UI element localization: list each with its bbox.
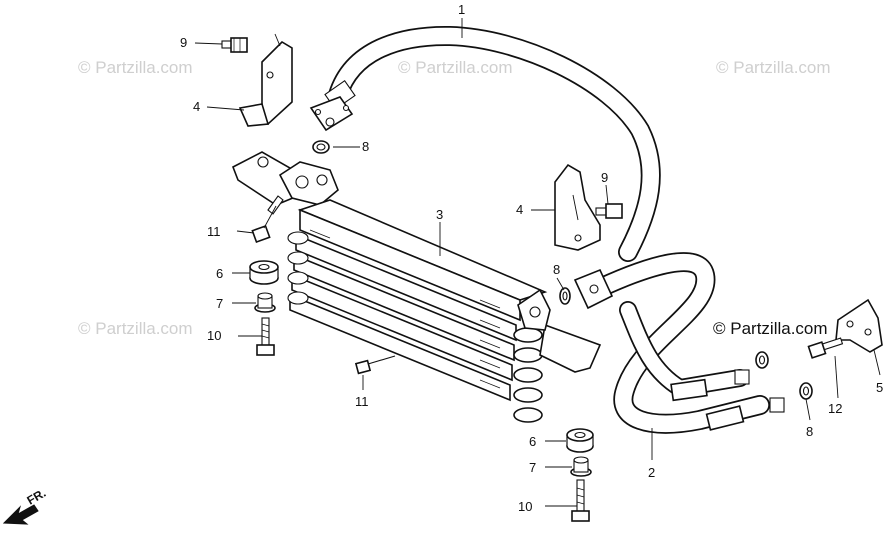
callout-10-lower: 10 — [518, 499, 532, 514]
bolt-9-left — [221, 37, 248, 53]
bracket-5-right — [835, 298, 883, 353]
bolt-12 — [807, 337, 844, 359]
watermark-mid-right: © Partzilla.com — [713, 319, 828, 338]
callout-11-lower: 11 — [355, 394, 369, 409]
watermark-top-right: © Partzilla.com — [716, 58, 831, 77]
bolt-9-right — [595, 203, 623, 219]
washer-8-top — [312, 140, 330, 154]
bolt-11-upper — [251, 195, 284, 244]
washer-8-middle — [559, 287, 571, 305]
callout-9-left: 9 — [180, 35, 187, 50]
callout-9-right: 9 — [601, 170, 608, 185]
grommet-6-lower — [566, 428, 594, 453]
bolt-11-lower — [354, 355, 396, 375]
watermark-mid-left: © Partzilla.com — [78, 319, 193, 338]
washer-8-right-upper — [755, 351, 769, 369]
callout-6-upper: 6 — [216, 266, 223, 281]
watermark-top-center: © Partzilla.com — [398, 58, 513, 77]
callout-4-right: 4 — [516, 202, 523, 217]
callout-6-lower: 6 — [529, 434, 536, 449]
upper-oil-hose — [309, 25, 661, 262]
bolt-10-upper — [256, 317, 275, 356]
front-label: FR. — [25, 486, 49, 508]
front-arrow-icon — [2, 504, 39, 525]
lower-oil-hose — [573, 252, 785, 434]
callout-8-right: 8 — [806, 424, 813, 439]
oil-cooler-core — [231, 151, 602, 423]
callout-7-lower: 7 — [529, 460, 536, 475]
callout-11-upper: 11 — [207, 224, 221, 239]
callout-5: 5 — [876, 380, 883, 395]
washer-8-right-lower — [799, 382, 813, 400]
watermark-top-left: © Partzilla.com — [78, 58, 193, 77]
bracket-left — [238, 33, 293, 127]
callout-10-upper: 10 — [207, 328, 221, 343]
callout-12: 12 — [828, 401, 842, 416]
grommet-6-upper — [249, 260, 279, 285]
callout-3: 3 — [436, 207, 443, 222]
callout-8-top: 8 — [362, 139, 369, 154]
callout-7-upper: 7 — [216, 296, 223, 311]
callout-8-middle: 8 — [553, 262, 560, 277]
collar-7-upper — [254, 292, 276, 313]
leader-lines — [194, 18, 881, 507]
bolt-10-lower — [571, 479, 590, 522]
callout-4-left: 4 — [193, 99, 200, 114]
callout-1: 1 — [458, 2, 465, 17]
front-direction-indicator: FR. — [2, 486, 49, 525]
bracket-right — [554, 163, 601, 251]
collar-7-lower — [570, 456, 592, 477]
callout-2: 2 — [648, 465, 655, 480]
